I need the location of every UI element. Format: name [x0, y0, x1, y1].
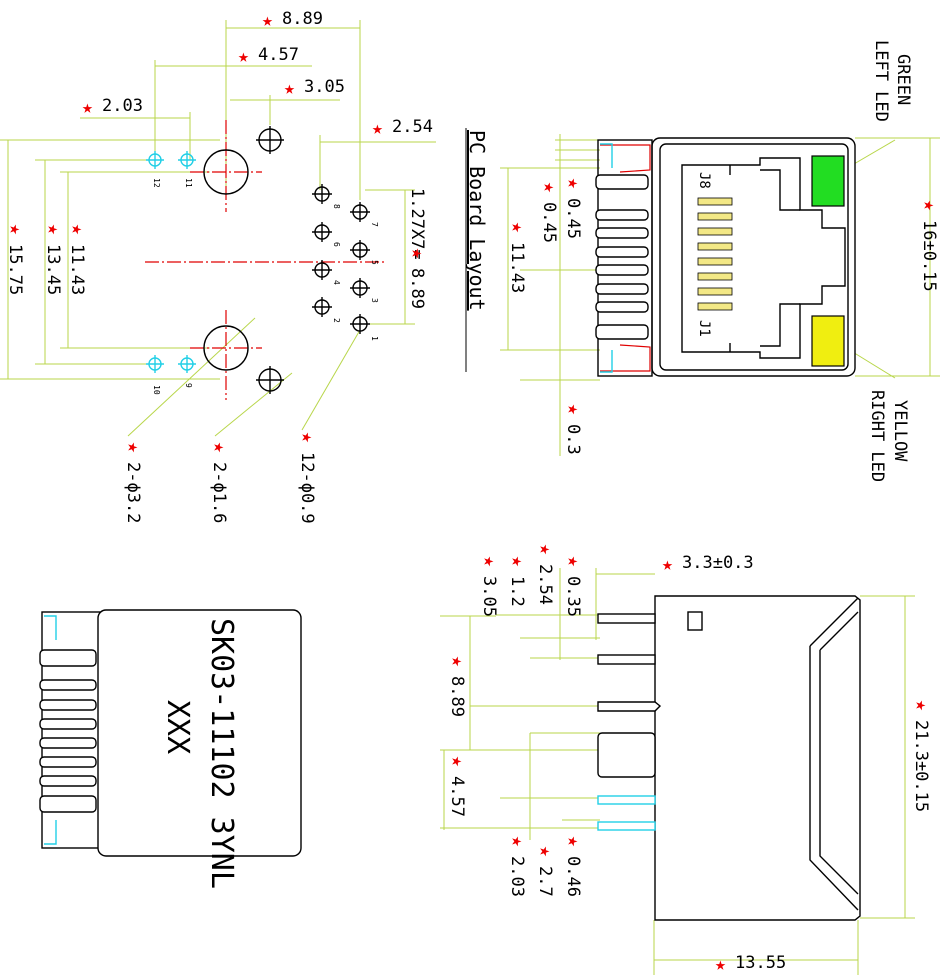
dim-label: 1.27X7= — [407, 188, 427, 260]
pin-number: 11 — [184, 178, 193, 188]
star-marker: ★ — [447, 756, 468, 767]
led-label: YELLOW — [890, 400, 910, 462]
rj45-contacts — [697, 197, 733, 311]
side-housing — [654, 595, 861, 921]
mount-hole-top — [203, 149, 249, 195]
star-marker: ★ — [447, 656, 468, 667]
dim-label: 2.54 — [535, 564, 555, 605]
star-marker: ★ — [82, 97, 93, 118]
hole-callout: 2-ϕ1.6 — [209, 462, 229, 523]
pin-number: 10 — [152, 385, 161, 395]
part-suffix: XXX — [160, 700, 195, 754]
rj45-opening — [681, 157, 846, 359]
star-marker: ★ — [238, 46, 249, 67]
dim-label: 1.2 — [507, 576, 527, 607]
pin-number: 1 — [370, 336, 379, 341]
star-marker: ★ — [123, 442, 144, 453]
star-marker: ★ — [507, 836, 528, 847]
dim-label: 0.3 — [563, 424, 583, 455]
led-pins — [146, 151, 196, 373]
front-view: J8 J1 GREEN LEFT LED YELLOW RIGHT LED ★ … — [500, 40, 940, 482]
green-led — [811, 155, 845, 207]
dim-label: 11.43 — [507, 242, 527, 293]
dim-label: 13.55 — [735, 953, 786, 973]
star-marker: ★ — [535, 544, 556, 555]
pin-number: 5 — [370, 260, 379, 265]
dim-label: 3.05 — [479, 576, 499, 617]
dim-label: 2.7 — [535, 866, 555, 897]
dim-label: 21.3±0.15 — [911, 720, 931, 812]
pcb-layout-view: 1 2 3 4 5 6 7 8 9 10 11 12 ★ 8.89 ★ 4.57… — [0, 9, 489, 524]
dim-label: 8.89 — [447, 676, 467, 717]
dim-label: 4.57 — [258, 45, 299, 65]
star-marker: ★ — [67, 224, 88, 235]
star-marker: ★ — [662, 554, 673, 575]
dim-label: 2.54 — [392, 117, 433, 137]
side-view: ★ 3.3±0.3 ★ 3.05 ★ 1.2 ★ 2.54 ★ 0.35 ★ 8… — [440, 544, 932, 975]
star-marker: ★ — [507, 222, 528, 233]
pin-label-j1: J1 — [696, 320, 712, 337]
pin-number: 6 — [332, 242, 341, 247]
star-marker: ★ — [5, 224, 26, 235]
contact-leads — [595, 174, 649, 340]
dim-label: 8.89 — [407, 268, 427, 309]
star-marker: ★ — [563, 836, 584, 847]
dim-label: 13.45 — [43, 244, 63, 295]
star-marker: ★ — [507, 556, 528, 567]
star-marker: ★ — [919, 200, 940, 211]
dim-label: 15.75 — [5, 244, 25, 295]
pcb-layout-title: PC Board Layout — [465, 130, 489, 311]
dim-label: 3.05 — [304, 77, 345, 97]
star-marker: ★ — [715, 954, 726, 975]
star-marker: ★ — [911, 700, 932, 711]
dim-label: 16±0.15 — [919, 220, 939, 292]
star-marker: ★ — [539, 182, 560, 193]
dim-label: 0.45 — [539, 202, 559, 243]
dim-label: 0.46 — [563, 856, 583, 897]
star-marker: ★ — [535, 846, 556, 857]
yellow-led — [811, 315, 845, 367]
dim-label: 4.57 — [447, 776, 467, 817]
led-label: LEFT LED — [871, 40, 891, 122]
pin-number: 4 — [332, 280, 341, 285]
star-marker: ★ — [209, 442, 230, 453]
top-housing — [97, 609, 302, 857]
dim-label: 11.43 — [67, 244, 87, 295]
pin-number: 3 — [370, 298, 379, 303]
top-view: SK03-11102 3YNL XXX — [39, 609, 302, 889]
dim-label: 3.3±0.3 — [682, 553, 754, 573]
star-marker: ★ — [372, 118, 383, 139]
dim-label: 0.45 — [563, 198, 583, 239]
star-marker: ★ — [407, 248, 428, 259]
pin-number: 7 — [370, 222, 379, 227]
led-label: GREEN — [893, 54, 913, 105]
dim-label: 8.89 — [282, 9, 323, 29]
star-marker: ★ — [563, 178, 584, 189]
signal-pins — [312, 184, 370, 334]
star-marker: ★ — [563, 404, 584, 415]
pin-number: 8 — [332, 204, 341, 209]
hole-callout: 12-ϕ0.9 — [297, 452, 317, 524]
dim-label: 2.03 — [507, 856, 527, 897]
part-number: SK03-11102 3YNL — [204, 618, 239, 889]
pin-number: 2 — [332, 318, 341, 323]
star-marker: ★ — [479, 556, 500, 567]
star-marker: ★ — [563, 556, 584, 567]
dim-label: 2.03 — [102, 96, 143, 116]
star-marker: ★ — [284, 78, 295, 99]
star-marker: ★ — [43, 224, 64, 235]
side-leads — [39, 649, 97, 813]
led-label: RIGHT LED — [867, 390, 887, 482]
pin-number: 12 — [152, 178, 161, 188]
pin-label-j8: J8 — [696, 172, 712, 189]
star-marker: ★ — [297, 432, 318, 443]
pin-number: 9 — [184, 383, 193, 388]
hole-callout: 2-ϕ3.2 — [123, 462, 143, 523]
mount-hole-bottom — [203, 325, 249, 371]
dim-label: 0.35 — [563, 576, 583, 617]
star-marker: ★ — [262, 10, 273, 31]
